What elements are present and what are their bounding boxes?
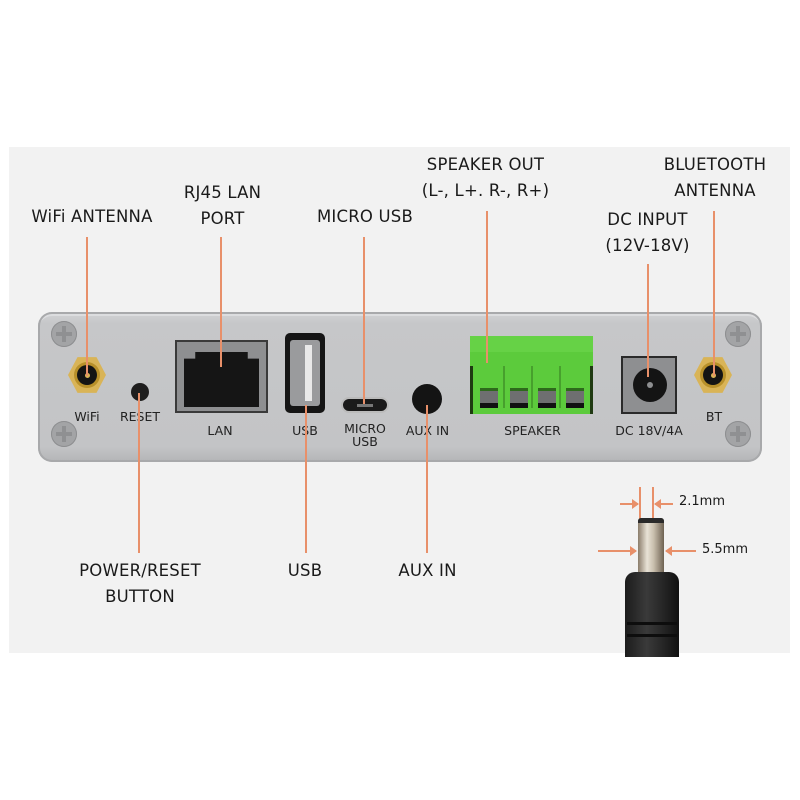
- leader-line-wifi-antenna: [86, 237, 88, 376]
- panel-label-speaker: SPEAKER: [504, 423, 561, 438]
- callout-power-reset-line2: BUTTON: [105, 587, 175, 606]
- callout-speaker-out-line1: SPEAKER OUT: [426, 155, 545, 174]
- leader-line-micro-usb: [363, 237, 365, 404]
- leader-line-aux-in: [426, 405, 428, 553]
- panel-label-usb: USB: [280, 424, 330, 437]
- callout-wifi-antenna: WiFi ANTENNA: [22, 204, 162, 230]
- arrow-right-icon: [620, 499, 639, 509]
- screw-icon: [51, 421, 77, 447]
- panel-label-dc: DC 18V/4A: [615, 423, 683, 438]
- callout-rj45-lan-line1: RJ45 LAN: [183, 183, 262, 202]
- screw-icon: [51, 321, 77, 347]
- screw-icon: [725, 321, 751, 347]
- callout-usb: USB: [275, 558, 335, 584]
- callout-rj45-lan-line2: PORT: [200, 209, 245, 228]
- callout-micro-usb-text: MICRO USB: [317, 207, 413, 226]
- callout-power-reset-line1: POWER/RESET: [79, 561, 201, 580]
- speaker-terminal-r-minus: [538, 388, 556, 408]
- callout-wifi-antenna-text: WiFi ANTENNA: [31, 207, 153, 226]
- arrow-left-icon: [654, 499, 673, 509]
- callout-bluetooth-antenna-line1: BLUETOOTH: [663, 155, 767, 174]
- leader-line-rj45-lan: [220, 237, 222, 367]
- lan-port: [175, 340, 268, 413]
- leader-line-usb: [305, 405, 307, 553]
- speaker-terminal-l-plus: [510, 388, 528, 408]
- callout-dc-input-line2: (12V-18V): [605, 236, 690, 255]
- callout-usb-text: USB: [287, 561, 323, 580]
- leader-line-bluetooth-antenna: [713, 211, 715, 376]
- speaker-terminal-r-plus: [566, 388, 584, 408]
- leader-line-power-reset: [138, 393, 140, 553]
- panel-label-reset: RESET: [119, 409, 161, 424]
- dc-plug-tip: [638, 518, 664, 576]
- leader-line-speaker-out: [486, 211, 488, 363]
- arrow-right-icon: [598, 546, 637, 556]
- callout-speaker-out: SPEAKER OUT (L-, L+. R-, R+): [413, 152, 558, 204]
- panel-label-micro-usb-line1: MICRO: [344, 421, 386, 436]
- dc-power-jack: [621, 356, 677, 414]
- callout-dc-input-line1: DC INPUT: [607, 210, 688, 229]
- callout-micro-usb: MICRO USB: [305, 204, 425, 230]
- speaker-terminal-l-minus: [480, 388, 498, 408]
- panel-label-lan: LAN: [207, 423, 233, 438]
- callout-aux-in-text: AUX IN: [398, 561, 457, 580]
- callout-bluetooth-antenna: BLUETOOTH ANTENNA: [650, 152, 780, 204]
- speaker-terminal-block: [470, 336, 593, 414]
- dimension-outer-diameter: 5.5mm: [702, 542, 749, 557]
- reset-button: [131, 383, 149, 401]
- panel-label-micro-usb: MICRO USB: [335, 422, 395, 448]
- dc-plug-body: [625, 572, 679, 657]
- callout-rj45-lan: RJ45 LAN PORT: [170, 180, 275, 232]
- micro-usb-port: [341, 397, 389, 413]
- callout-aux-in: AUX IN: [385, 558, 470, 584]
- callout-bluetooth-antenna-line2: ANTENNA: [674, 181, 756, 200]
- leader-line-dc-input: [647, 264, 649, 377]
- panel-label-wifi: WiFi: [74, 409, 100, 424]
- screw-icon: [725, 421, 751, 447]
- callout-power-reset: POWER/RESET BUTTON: [65, 558, 215, 610]
- dimension-line-inner-right: [652, 487, 654, 519]
- panel-label-micro-usb-line2: USB: [352, 434, 378, 449]
- arrow-left-icon: [665, 546, 696, 556]
- dimension-inner-diameter: 2.1mm: [679, 494, 726, 509]
- panel-label-bt: BT: [705, 409, 723, 424]
- dimension-line-inner-left: [639, 487, 641, 519]
- callout-speaker-out-line2: (L-, L+. R-, R+): [421, 181, 550, 200]
- callout-dc-input: DC INPUT (12V-18V): [595, 207, 700, 259]
- usb-port: [285, 333, 325, 413]
